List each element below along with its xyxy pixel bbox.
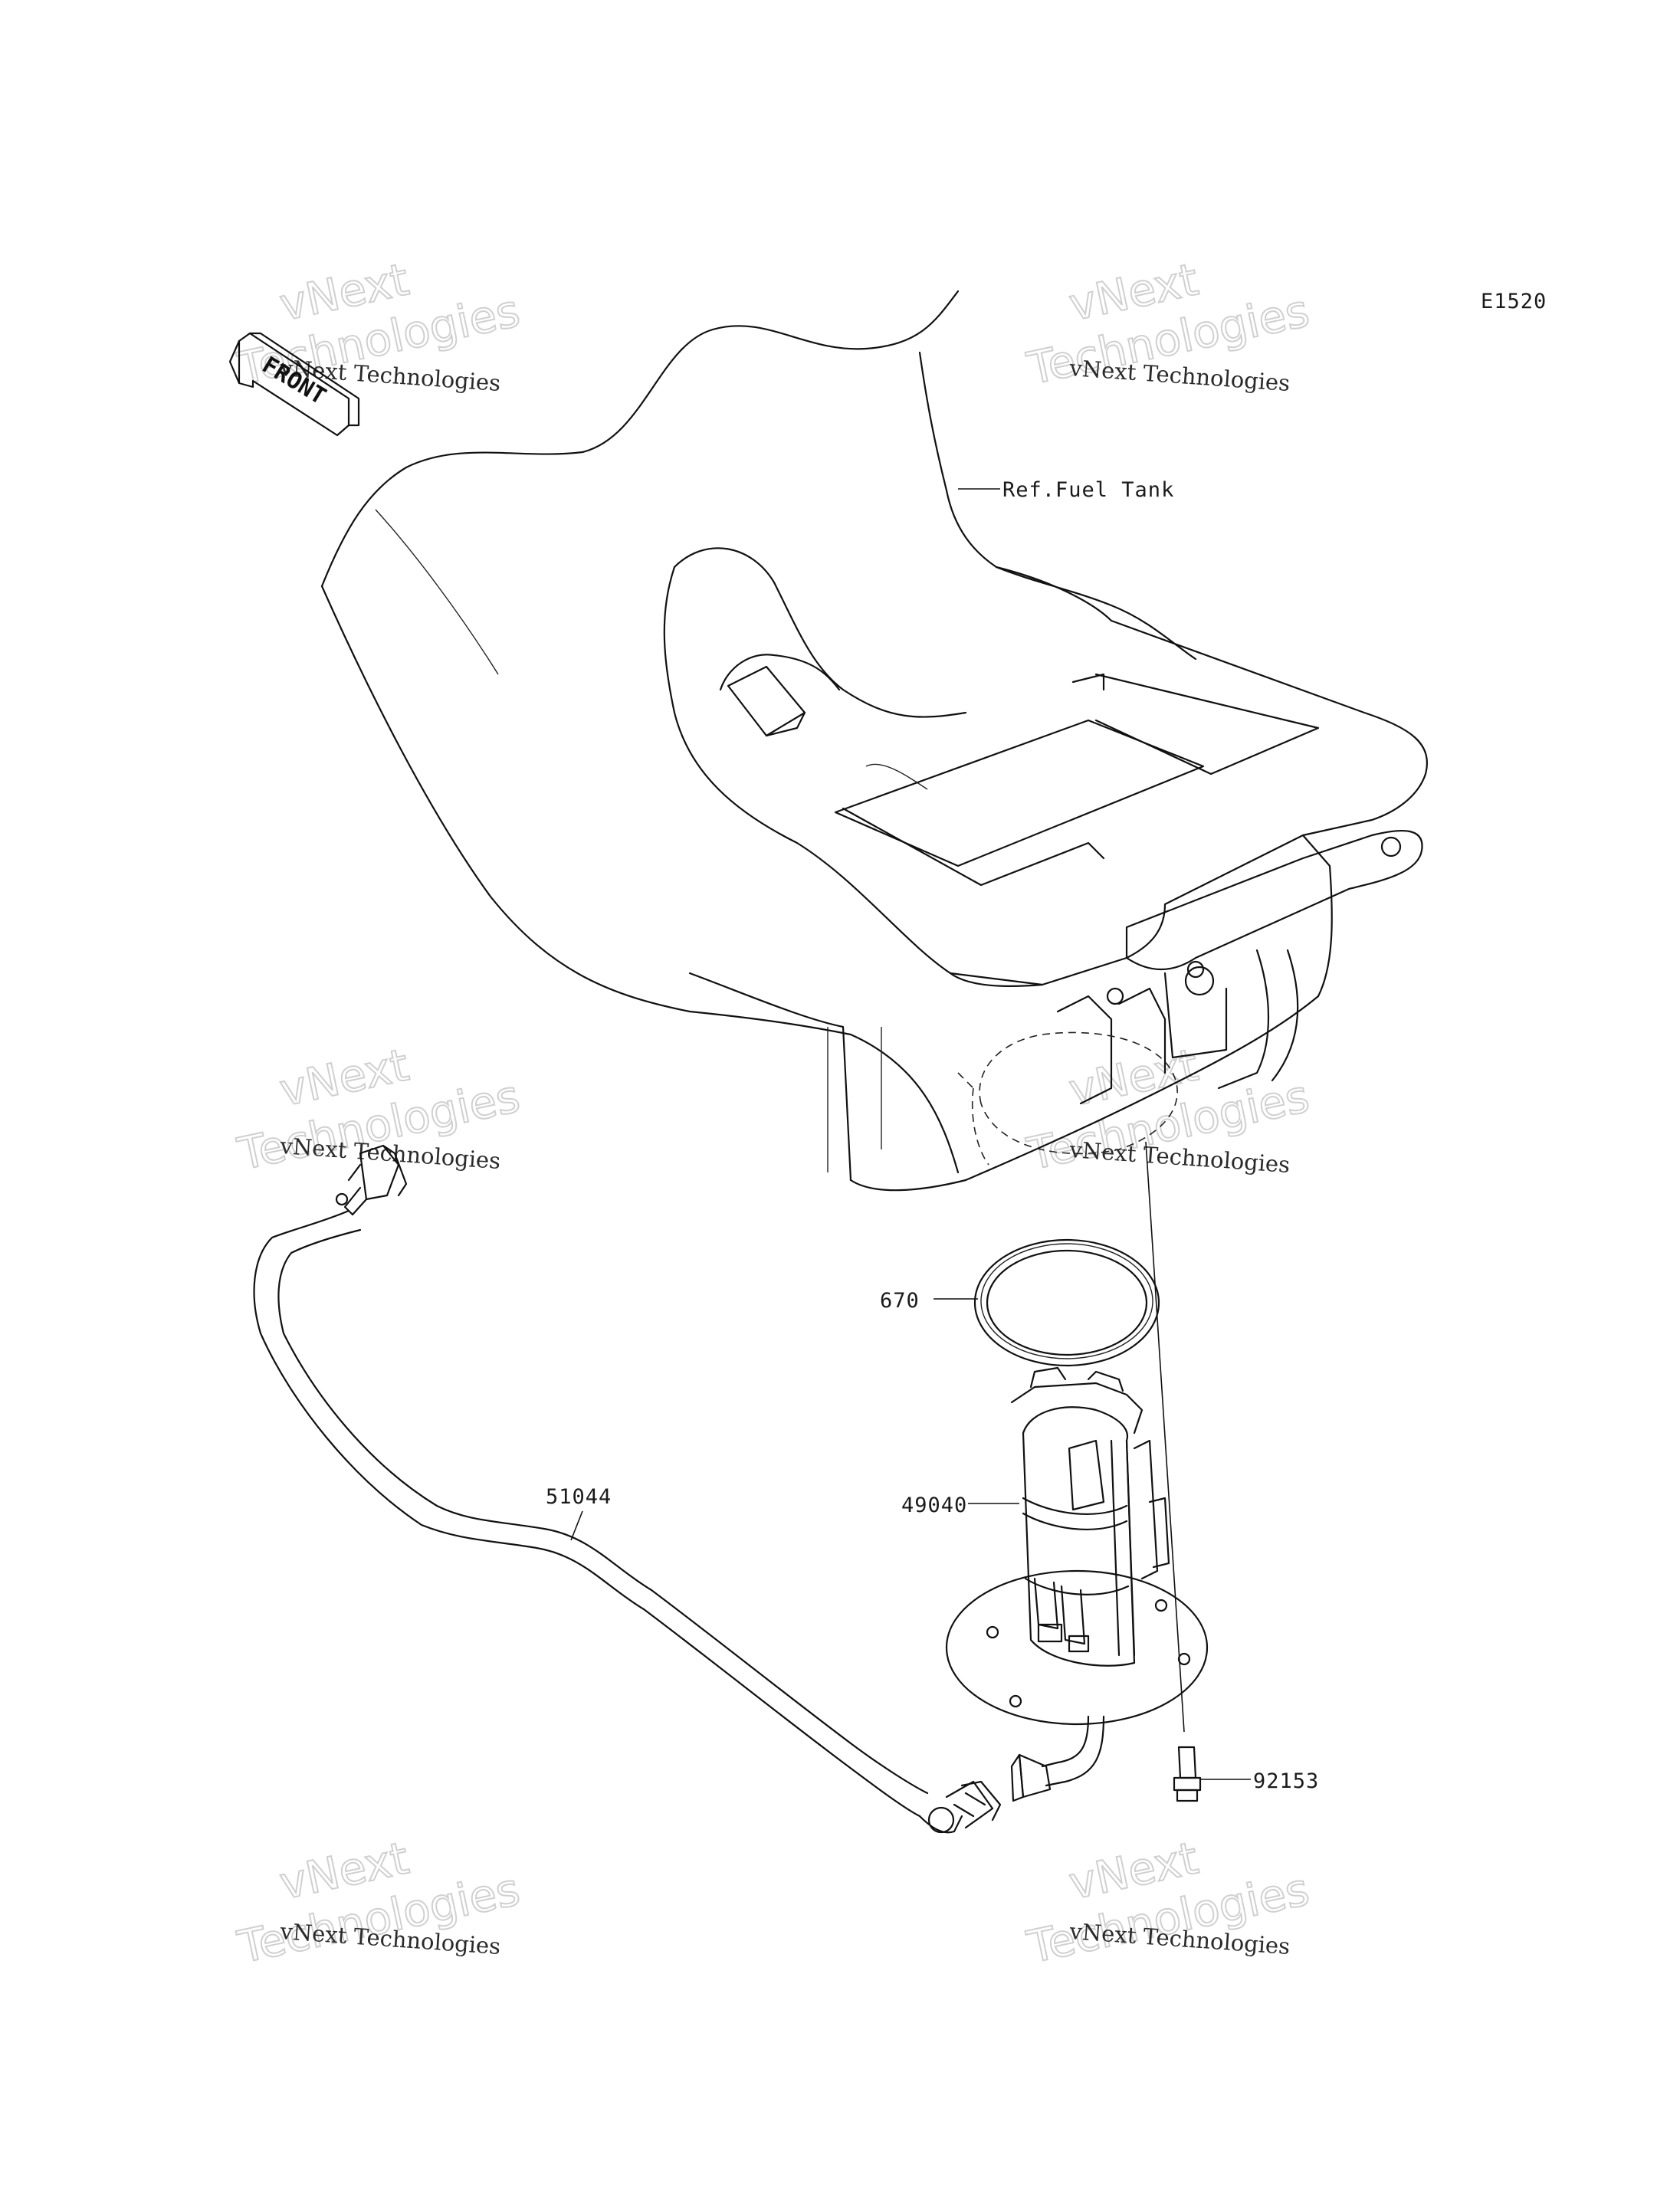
part-51044-label: 51044 (546, 1485, 612, 1509)
fuel-tank-drawing (320, 290, 1428, 1192)
part-92153-label: 92153 (1253, 1769, 1319, 1793)
part-670-label: 670 (880, 1289, 920, 1313)
fuel-pump-49040 (945, 1366, 1209, 1802)
ref-fuel-tank-label: Ref.Fuel Tank (1002, 478, 1174, 502)
part-51044-leader (570, 1510, 583, 1541)
watermark-group: vNext Technologies vNext Technologies vN… (232, 252, 1314, 1974)
part-49040-label: 49040 (901, 1494, 967, 1517)
gasket-670 (973, 1238, 1160, 1367)
fuel-hose-51044 (253, 1144, 1002, 1834)
bolt-92153 (1173, 1746, 1202, 1802)
diagram-code: E1520 (1481, 290, 1547, 313)
part-92153-axis-line (1145, 1141, 1185, 1733)
